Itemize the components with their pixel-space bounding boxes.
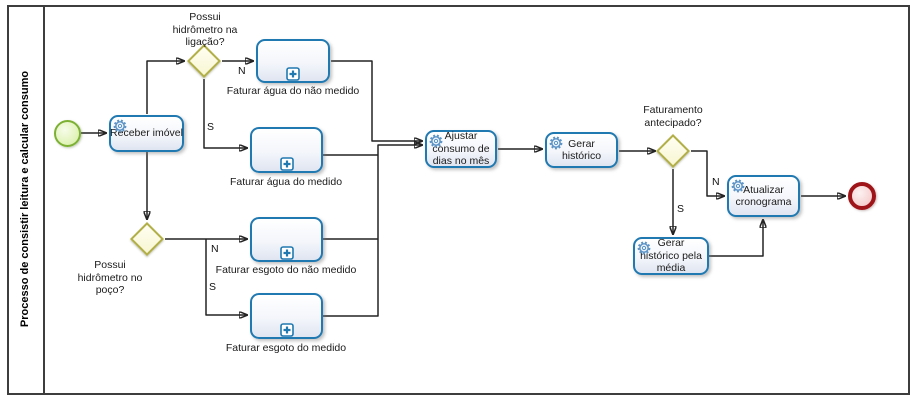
branch-label-yes: S bbox=[207, 121, 215, 133]
service-gear-icon bbox=[731, 179, 745, 193]
task-gerar-historico-media[interactable]: Gerar histórico pela média bbox=[633, 237, 709, 275]
branch-label-no: N bbox=[238, 65, 246, 77]
start-event[interactable] bbox=[54, 120, 81, 147]
pool-label-strip bbox=[9, 7, 45, 393]
label-faturar-agua-nao-medido: Faturar água do não medido bbox=[226, 85, 360, 97]
service-gear-icon bbox=[637, 241, 651, 255]
task-label: Gerar histórico bbox=[561, 137, 602, 162]
flow-agua-nao-medido-to-ajustar[interactable] bbox=[331, 60, 422, 141]
label-gateway-hidrometro-poco: Possui hidrômetro no poço? bbox=[77, 259, 143, 297]
end-event[interactable] bbox=[848, 182, 876, 210]
branch-label-yes: S bbox=[209, 281, 217, 293]
service-gear-icon bbox=[429, 134, 443, 148]
label-faturar-agua-medido: Faturar água do medido bbox=[229, 176, 343, 188]
flow-gw-poco-s-esgoto-medido[interactable] bbox=[205, 239, 247, 315]
subprocess-plus-icon[interactable] bbox=[286, 67, 300, 81]
task-label: Gerar histórico pela média bbox=[640, 237, 702, 275]
label-gateway-hidrometro-ligacao: Possui hidrômetro na ligação? bbox=[172, 11, 238, 49]
subprocess-faturar-esgoto-nao-medido[interactable] bbox=[250, 217, 323, 262]
flow-media-to-atualizar[interactable] bbox=[709, 220, 763, 257]
branch-label-yes: S bbox=[677, 203, 685, 215]
service-gear-icon bbox=[113, 119, 127, 133]
subprocess-plus-icon[interactable] bbox=[279, 323, 294, 337]
task-label: Receber imóvel bbox=[110, 127, 183, 140]
task-label: Atualizar cronograma bbox=[735, 183, 792, 208]
subprocess-faturar-agua-medido[interactable] bbox=[250, 127, 323, 173]
subprocess-plus-icon[interactable] bbox=[279, 246, 294, 260]
subprocess-faturar-agua-nao-medido[interactable] bbox=[256, 39, 330, 83]
label-gateway-faturamento-antecipado: Faturamento antecipado? bbox=[643, 104, 703, 129]
flow-trunk-to-ajustar[interactable] bbox=[323, 145, 422, 317]
branch-label-no: N bbox=[712, 176, 720, 188]
task-receber-imovel[interactable]: Receber imóvel bbox=[109, 115, 184, 152]
subprocess-plus-icon[interactable] bbox=[279, 157, 294, 171]
task-label: Ajustar consumo de dias no mês bbox=[432, 130, 490, 168]
flow-gw-ligacao-s-agua-medido[interactable] bbox=[203, 79, 247, 148]
task-gerar-historico[interactable]: Gerar histórico bbox=[545, 132, 618, 168]
service-gear-icon bbox=[549, 136, 563, 150]
branch-label-no: N bbox=[211, 243, 219, 255]
subprocess-faturar-esgoto-medido[interactable] bbox=[250, 293, 323, 339]
label-faturar-esgoto-medido: Faturar esgoto do medido bbox=[225, 342, 347, 354]
label-faturar-esgoto-nao-medido: Faturar esgoto do não medido bbox=[215, 264, 357, 276]
task-ajustar-consumo[interactable]: Ajustar consumo de dias no mês bbox=[425, 130, 497, 168]
flow-gw-faturamento-n-atualizar[interactable] bbox=[691, 150, 724, 196]
task-atualizar-cronograma[interactable]: Atualizar cronograma bbox=[727, 175, 800, 217]
flow-receber-to-gw-ligacao[interactable] bbox=[146, 61, 184, 114]
